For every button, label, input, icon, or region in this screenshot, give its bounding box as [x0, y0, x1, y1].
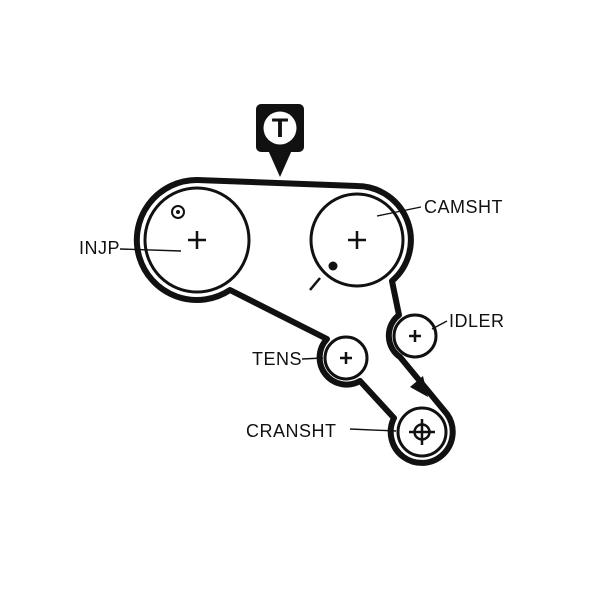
timing-badge: T: [256, 104, 304, 177]
belt-path: [133, 176, 456, 466]
camsht-timing-dot-icon: [328, 261, 338, 271]
injp-timing-mark-icon: [171, 205, 185, 219]
label-injp: INJP: [79, 238, 120, 258]
badge-letter: T: [272, 113, 289, 143]
leader-tens-line: [301, 357, 324, 360]
cransht-crosshair-cross-icon: [409, 419, 435, 445]
camsht-timing-tick-icon: [309, 277, 321, 291]
idler-center-cross-icon: [409, 330, 421, 342]
leader-cransht-line: [349, 428, 397, 432]
label-camsht: CAMSHT: [424, 197, 503, 217]
badge-circle: [263, 111, 297, 145]
tens-center-cross-icon: [340, 352, 352, 364]
leader-injp-line: [119, 248, 182, 252]
camsht-center-cross-icon: [348, 231, 366, 249]
injp-center-cross-icon: [188, 231, 206, 249]
label-idler: IDLER: [449, 311, 505, 331]
leader-idler-line: [431, 320, 448, 330]
label-cransht: CRANSHT: [246, 421, 337, 441]
label-tens: TENS: [252, 349, 302, 369]
badge-pointer-icon: [268, 150, 292, 177]
belt-direction-arrow-icon: [410, 376, 428, 397]
injp-timing-mark-dot-icon: [176, 210, 180, 214]
leader-camsht-line: [376, 206, 422, 217]
